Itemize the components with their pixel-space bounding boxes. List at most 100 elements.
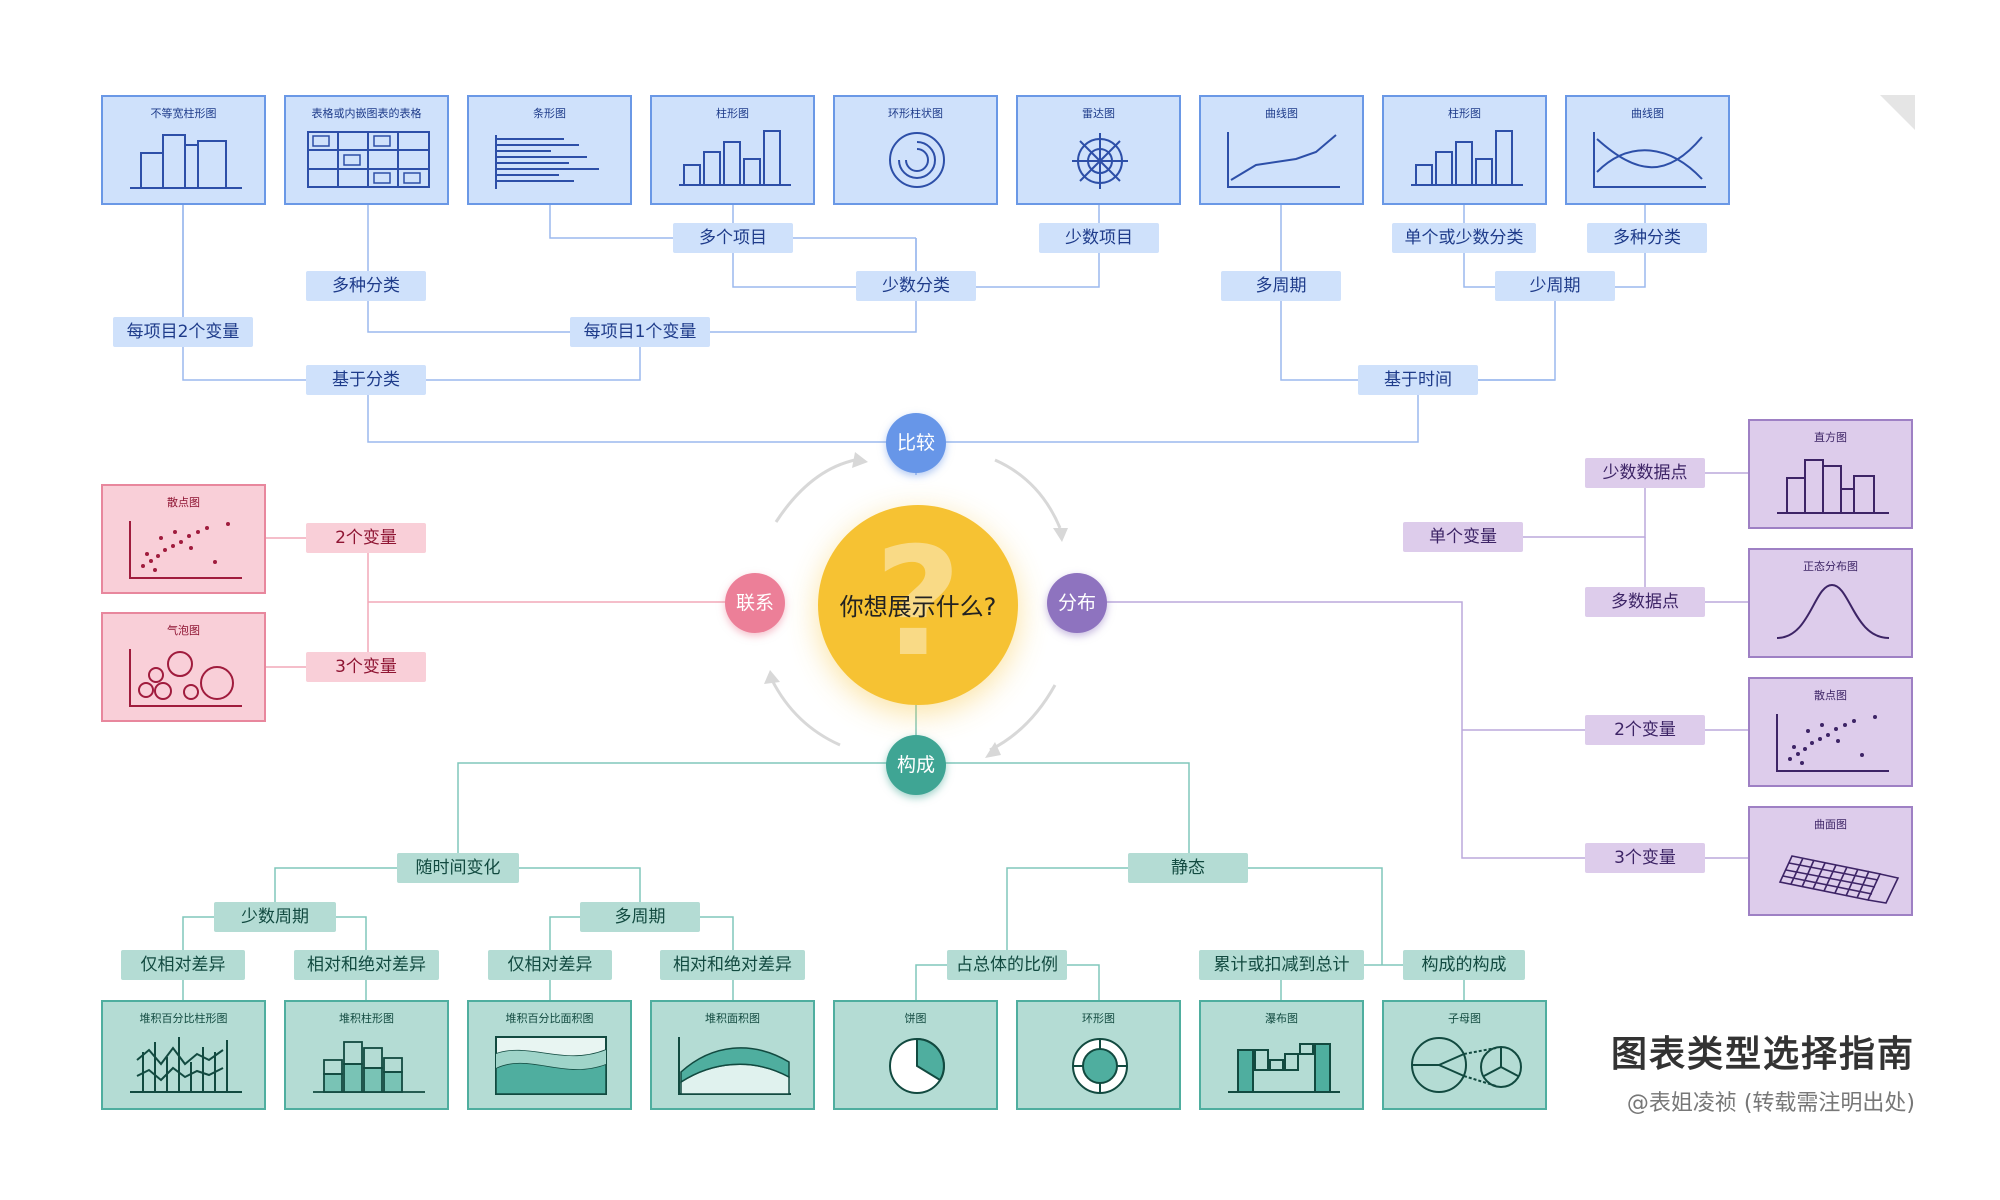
card-bubble[interactable]: 气泡图 <box>101 612 266 722</box>
label-relative-absolute-b: 相对和绝对差异 <box>660 950 805 980</box>
card-stacked-100-area[interactable]: 堆积百分比面积图 <box>467 1000 632 1110</box>
stacked-100-area-icon <box>495 1036 607 1095</box>
card-title: 堆积百分比面积图 <box>505 1012 594 1025</box>
card-column[interactable]: 柱形图 <box>650 95 815 205</box>
scatter-plot-icon <box>1776 714 1889 772</box>
card-title: 曲线图 <box>1631 107 1664 120</box>
scatter-plot-icon <box>129 521 242 579</box>
hub-relation[interactable]: 联系 <box>725 573 785 633</box>
label-many-periods: 多周期 <box>1221 271 1341 301</box>
card-column-time[interactable]: 柱形图 <box>1382 95 1547 205</box>
hub-compare[interactable]: 比较 <box>886 413 946 473</box>
label-many-points: 多数据点 <box>1585 587 1705 617</box>
label-few-items: 少数项目 <box>1039 223 1159 253</box>
label-static: 静态 <box>1128 853 1248 883</box>
label-by-time: 基于时间 <box>1358 365 1478 395</box>
card-stacked-area[interactable]: 堆积面积图 <box>650 1000 815 1110</box>
label-accumulate: 累计或扣减到总计 <box>1199 950 1364 980</box>
card-histogram[interactable]: 直方图 <box>1748 419 1913 529</box>
question-mark-icon: ? <box>874 516 962 690</box>
guide-title: 图表类型选择指南 <box>1610 1034 1915 1075</box>
label-over-time: 随时间变化 <box>397 853 519 883</box>
card-title: 堆积柱形图 <box>339 1012 394 1025</box>
card-waterfall[interactable]: 瀑布图 <box>1199 1000 1364 1110</box>
variable-width-column-icon <box>130 134 242 189</box>
card-title: 气泡图 <box>167 624 200 637</box>
hub-composition[interactable]: 构成 <box>886 735 946 795</box>
label-many-items: 多个项目 <box>673 223 793 253</box>
bar-chart-icon <box>495 135 599 189</box>
label-multi-category-time: 多种分类 <box>1587 223 1707 253</box>
multi-line-chart-icon <box>1593 132 1706 188</box>
circular-column-icon <box>889 132 945 188</box>
table-icon <box>307 131 430 188</box>
card-scatter-relation[interactable]: 散点图 <box>101 484 266 594</box>
stacked-area-icon <box>678 1037 791 1095</box>
card-pie[interactable]: 饼图 <box>833 1000 998 1110</box>
surface-chart-icon <box>1778 855 1900 904</box>
card-circular-column[interactable]: 环形柱状图 <box>833 95 998 205</box>
label-few-points: 少数数据点 <box>1585 458 1705 488</box>
label-relative-only-a: 仅相对差异 <box>121 950 245 980</box>
waterfall-chart-icon <box>1228 1043 1340 1093</box>
label-per-item-two-vars: 每项目2个变量 <box>113 317 253 347</box>
card-surface[interactable]: 曲面图 <box>1748 806 1913 916</box>
label-two-vars-relation: 2个变量 <box>306 523 426 553</box>
card-stacked-100-column[interactable]: 堆积百分比柱形图 <box>101 1000 266 1110</box>
histogram-icon <box>1777 459 1889 514</box>
card-title: 环形柱状图 <box>888 107 943 120</box>
label-relative-absolute-a: 相对和绝对差异 <box>294 950 439 980</box>
card-table-embedded[interactable]: 表格或内嵌图表的表格 <box>284 95 449 205</box>
column-chart-icon <box>1411 130 1523 186</box>
card-title: 散点图 <box>1814 689 1847 702</box>
card-title: 堆积面积图 <box>705 1012 760 1025</box>
label-single-or-few-categories: 单个或少数分类 <box>1392 223 1536 253</box>
radar-chart-icon <box>1072 133 1128 189</box>
label-relative-only-b: 仅相对差异 <box>488 950 612 980</box>
column-chart-icon <box>679 130 791 186</box>
label-few-categories: 少数分类 <box>856 271 976 301</box>
center-question-circle: ? 你想展示什么? <box>818 505 1018 705</box>
card-title: 堆积百分比柱形图 <box>139 1012 228 1025</box>
card-title: 曲线图 <box>1265 107 1298 120</box>
card-normal-distribution[interactable]: 正态分布图 <box>1748 548 1913 658</box>
card-title: 子母图 <box>1448 1012 1481 1025</box>
bubble-chart-icon <box>129 649 242 707</box>
guide-credit: @表姐凌祯 (转载需注明出处) <box>1626 1091 1915 1116</box>
label-per-item-one-var: 每项目1个变量 <box>570 317 710 347</box>
line-chart-icon <box>1227 132 1340 188</box>
card-scatter-distribution[interactable]: 散点图 <box>1748 677 1913 787</box>
card-title: 环形图 <box>1082 1012 1115 1025</box>
card-donut[interactable]: 环形图 <box>1016 1000 1181 1110</box>
label-components: 构成的构成 <box>1403 950 1525 980</box>
label-by-category: 基于分类 <box>306 365 426 395</box>
label-multi-category: 多种分类 <box>306 271 426 301</box>
label-many-periods-comp: 多周期 <box>580 902 700 932</box>
card-title: 直方图 <box>1814 431 1847 444</box>
hub-distribution[interactable]: 分布 <box>1047 573 1107 633</box>
donut-chart-icon <box>1072 1038 1128 1094</box>
card-title: 饼图 <box>904 1012 927 1025</box>
card-title: 柱形图 <box>716 107 749 120</box>
center-question: 你想展示什么? <box>839 593 997 621</box>
card-line-multi[interactable]: 曲线图 <box>1565 95 1730 205</box>
card-title: 柱形图 <box>1448 107 1481 120</box>
card-sub-pie[interactable]: 子母图 <box>1382 1000 1547 1110</box>
card-title: 表格或内嵌图表的表格 <box>311 107 422 120</box>
card-line[interactable]: 曲线图 <box>1199 95 1364 205</box>
normal-distribution-icon <box>1776 583 1890 639</box>
card-bar[interactable]: 条形图 <box>467 95 632 205</box>
label-share-of-total: 占总体的比例 <box>947 950 1067 980</box>
card-variable-width-column[interactable]: 不等宽柱形图 <box>101 95 266 205</box>
label-three-vars-distribution: 3个变量 <box>1585 843 1705 873</box>
card-title: 不等宽柱形图 <box>150 107 217 120</box>
stacked-100-column-icon <box>130 1037 242 1093</box>
label-few-periods: 少周期 <box>1495 271 1615 301</box>
label-few-periods-comp: 少数周期 <box>214 902 336 932</box>
card-title: 条形图 <box>533 107 566 120</box>
page-curl-icon <box>1880 95 1915 130</box>
card-radar[interactable]: 雷达图 <box>1016 95 1181 205</box>
label-two-vars-distribution: 2个变量 <box>1585 715 1705 745</box>
card-stacked-column[interactable]: 堆积柱形图 <box>284 1000 449 1110</box>
label-three-vars-relation: 3个变量 <box>306 652 426 682</box>
